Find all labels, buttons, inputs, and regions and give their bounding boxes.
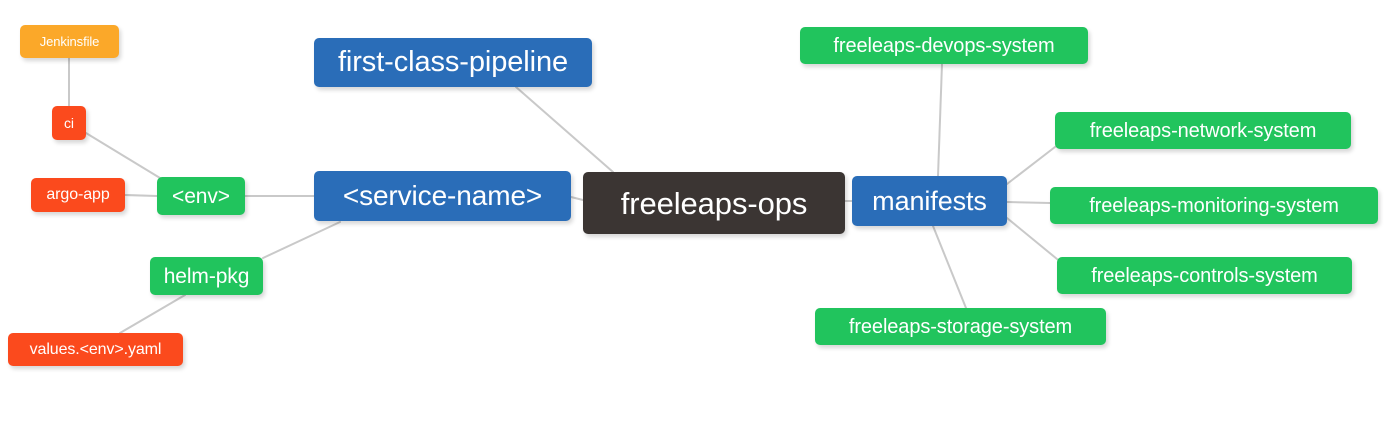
node-freeleaps-controls-system[interactable]: freeleaps-controls-system	[1057, 257, 1352, 294]
edge-manifests-monitoring	[1006, 201, 1051, 204]
node-label-freeleaps-network-system: freeleaps-network-system	[1089, 119, 1317, 142]
edge-argoapp-env	[124, 194, 158, 197]
edge-manifests-storage	[932, 225, 967, 309]
node-values-yaml[interactable]: values.<env>.yaml	[8, 333, 183, 366]
node-label-freeleaps-storage-system: freeleaps-storage-system	[848, 315, 1073, 338]
node-jenkinsfile[interactable]: Jenkinsfile	[20, 25, 119, 58]
node-manifests[interactable]: manifests	[852, 176, 1007, 226]
edge-manifests-controls	[1006, 217, 1058, 260]
node-label-values-yaml: values.<env>.yaml	[29, 340, 162, 358]
node-helm-pkg[interactable]: helm-pkg	[150, 257, 263, 295]
node-ci[interactable]: ci	[52, 106, 86, 140]
node-freeleaps-network-system[interactable]: freeleaps-network-system	[1055, 112, 1351, 149]
edge-valuesyaml-helmpkg	[119, 294, 186, 334]
node-label-ci: ci	[64, 115, 74, 131]
node-label-manifests: manifests	[872, 185, 987, 216]
node-freeleaps-storage-system[interactable]: freeleaps-storage-system	[815, 308, 1106, 345]
edge-manifests-devops	[937, 63, 943, 177]
node-first-class-pipeline[interactable]: first-class-pipeline	[314, 38, 592, 87]
node-label-freeleaps-devops-system: freeleaps-devops-system	[833, 34, 1055, 57]
edge-servicename-ops	[570, 196, 584, 201]
edge-ci-env	[85, 132, 161, 179]
node-label-helm-pkg: helm-pkg	[163, 264, 250, 288]
node-label-jenkinsfile: Jenkinsfile	[39, 34, 100, 49]
node-label-freeleaps-monitoring-system: freeleaps-monitoring-system	[1089, 194, 1339, 217]
edge-firstclass-ops	[515, 86, 614, 173]
edge-manifests-network	[1006, 146, 1056, 185]
node-label-freeleaps-ops: freeleaps-ops	[620, 185, 808, 221]
node-freeleaps-ops[interactable]: freeleaps-ops	[583, 172, 845, 234]
node-freeleaps-devops-system[interactable]: freeleaps-devops-system	[800, 27, 1088, 64]
node-label-argo-app: argo-app	[46, 186, 110, 203]
node-label-first-class-pipeline: first-class-pipeline	[337, 46, 569, 78]
node-label-service-name: <service-name>	[342, 180, 543, 211]
edge-helmpkg-servicename	[262, 221, 341, 259]
node-argo-app[interactable]: argo-app	[31, 178, 125, 212]
node-freeleaps-monitoring-system[interactable]: freeleaps-monitoring-system	[1050, 187, 1378, 224]
node-env[interactable]: <env>	[157, 177, 245, 215]
node-label-env: <env>	[172, 184, 230, 208]
node-service-name[interactable]: <service-name>	[314, 171, 571, 221]
node-label-freeleaps-controls-system: freeleaps-controls-system	[1091, 264, 1318, 287]
